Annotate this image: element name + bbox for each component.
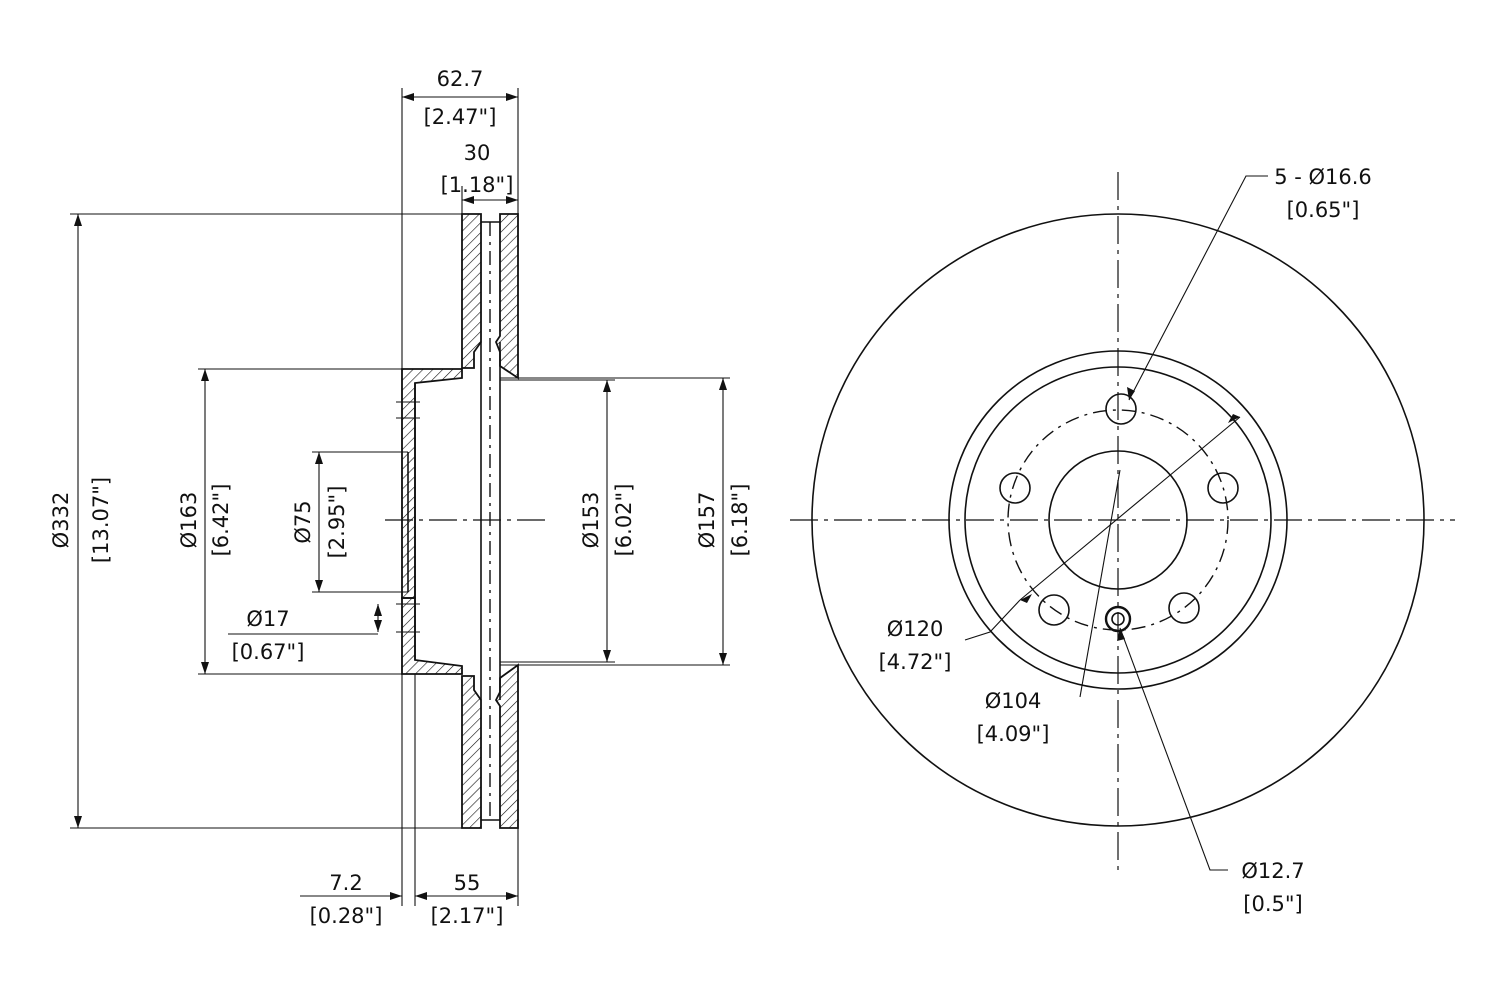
dim-inner-diameter-in: [6.02"] [612, 484, 636, 557]
dim-bolt-circle-in: [4.72"] [879, 650, 952, 674]
front-arrows [1020, 387, 1240, 641]
dim-center-bore-in: [2.95"] [325, 486, 349, 559]
leader-bolt-holes [1128, 175, 1268, 401]
dim-bolt-holes-mm: 5 - Ø16.6 [1274, 165, 1372, 189]
bolt-circle [1007, 409, 1229, 631]
dim-hat-outer-in: [6.18"] [728, 484, 752, 557]
dim-hat-height-mm: 55 [454, 871, 481, 895]
outer-rim [811, 213, 1425, 827]
front-view: 5 - Ø16.6 [0.65"] Ø120 [4.72"] Ø104 [4.0… [790, 165, 1455, 916]
center-bore [1048, 450, 1188, 590]
dim-center-bore-mm: Ø75 [291, 500, 315, 543]
dim-lines [77, 96, 724, 897]
hat-outer-circle [948, 350, 1288, 690]
dim-outer-diameter-in: [13.07"] [89, 477, 113, 563]
dim-friction-width-mm: 30 [464, 141, 491, 165]
dim-hub-diameter-mm: Ø104 [985, 689, 1042, 713]
dim-overall-width-mm: 62.7 [437, 67, 484, 91]
dim-locator-hole-in: [0.5"] [1243, 892, 1302, 916]
leader-locator [1119, 627, 1228, 871]
leader-bolt-circle [1019, 416, 1241, 601]
bolt-hole [1168, 592, 1200, 624]
dim-overall-width-in: [2.47"] [424, 105, 497, 129]
dim-locator-hole-mm: Ø12.7 [1241, 859, 1304, 883]
dim-bolt-circle-mm: Ø120 [887, 617, 944, 641]
dim-bolt-holes-in: [0.65"] [1287, 198, 1360, 222]
dim-arrows [74, 93, 727, 900]
leader-hub [1079, 469, 1121, 698]
hat-section-lower [401, 597, 463, 675]
dim-hub-diameter-in: [4.09"] [977, 722, 1050, 746]
dim-stud-hole-in: [0.67"] [232, 640, 305, 664]
dim-inner-diameter-mm: Ø153 [579, 492, 603, 549]
locator-hole-inner [1111, 612, 1125, 626]
leader-bolt-circle-tail [964, 599, 1021, 641]
dim-friction-width-in: [1.18"] [441, 173, 514, 197]
bolt-hole [1207, 472, 1239, 504]
bolt-hole [1105, 393, 1137, 425]
dim-outer-diameter-mm: Ø332 [49, 492, 73, 549]
upper-outer-cheek [461, 213, 482, 369]
hat-inner-circle [964, 366, 1272, 674]
dim-stud-hole-mm: Ø17 [246, 607, 289, 631]
bolt-hole [1038, 594, 1070, 626]
dim-hat-outer-mm: Ø157 [695, 492, 719, 549]
lower-outer-cheek [461, 675, 482, 829]
dim-hat-thickness-mm: 7.2 [329, 871, 362, 895]
dim-hat-thickness-in: [0.28"] [310, 904, 383, 928]
dim-hat-diameter-in: [6.42"] [209, 484, 233, 557]
hat-section [401, 368, 463, 599]
dim-hat-diameter-mm: Ø163 [177, 492, 201, 549]
dim-hat-height-in: [2.17"] [431, 904, 504, 928]
side-section-view: 62.7 [2.47"] 30 [1.18"] Ø332 [13.07"] Ø1… [49, 67, 752, 928]
bolt-hole [999, 472, 1031, 504]
locator-hole [1104, 605, 1132, 633]
